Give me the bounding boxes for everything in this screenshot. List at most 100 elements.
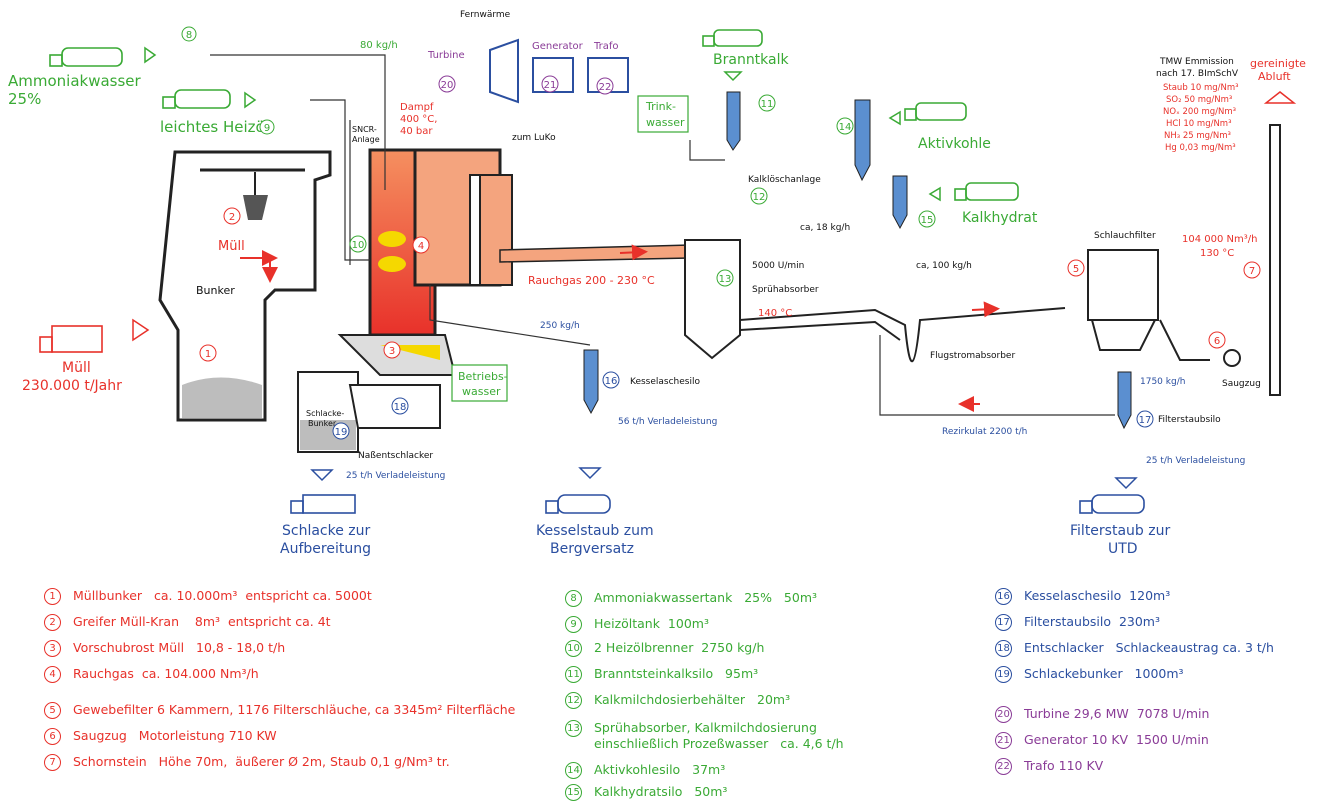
component-markers: 8 9 10 2 1 4 3 18 19 20 21 22 11 12 13 1…	[181, 26, 1261, 440]
legend-text: Kalkhydratsilo 50m³	[594, 784, 728, 799]
emission-row: Staub 10 mg/Nm³	[1163, 83, 1239, 93]
svg-text:7: 7	[1249, 266, 1255, 277]
schlacke-auf-label: Schlacke zur	[282, 523, 371, 539]
spruehabsorber-label: Sprühabsorber	[752, 285, 819, 295]
svg-text:3: 3	[389, 346, 395, 357]
furnace-boiler	[337, 148, 691, 376]
emission-row: Hg 0,03 mg/Nm³	[1165, 143, 1236, 153]
ammoniakwasser-label: Ammoniakwasser	[8, 72, 142, 90]
dampf-pressure-label: 40 bar	[400, 126, 433, 137]
svg-text:15: 15	[921, 215, 934, 226]
muell-label: Müll	[62, 360, 91, 376]
filterstaub-utd-label: Filterstaub zur	[1070, 523, 1170, 539]
legend-text: Branntsteinkalksilo 95m³	[594, 666, 759, 681]
legend-number: 20	[995, 706, 1012, 723]
heizoel-label: leichtes Heizöl	[160, 118, 269, 136]
legend-number: 11	[565, 666, 582, 683]
filterstaub-utd-label-2: UTD	[1108, 541, 1138, 557]
legend-text: Saugzug Motorleistung 710 KW	[73, 728, 277, 743]
flow-80-label: 80 kg/h	[360, 40, 398, 51]
emission-row: HCl 10 mg/Nm³	[1166, 119, 1232, 129]
flue-duct	[739, 307, 1210, 363]
trinkwasser-box	[637, 95, 689, 133]
legend-text: Heizöltank 100m³	[594, 616, 709, 631]
kalkloesch-label: Kalklöschanlage	[748, 175, 821, 185]
kesselstaub-label-2: Bergversatz	[550, 541, 634, 557]
svg-text:10: 10	[352, 240, 365, 251]
kesselstaub-label: Kesselstaub zum	[536, 523, 654, 539]
svg-text:5: 5	[1073, 264, 1079, 275]
legend-number: 7	[44, 754, 61, 771]
betriebs-label: Betriebs-	[458, 370, 508, 383]
bag-filter	[1087, 249, 1159, 351]
turbine-label: Turbine	[427, 50, 465, 61]
gereinigte-label: gereinigte	[1250, 57, 1306, 70]
legend-text: Trafo 110 KV	[1024, 758, 1104, 773]
svg-text:2: 2	[229, 212, 235, 223]
schlauchfilter-label: Schlauchfilter	[1094, 231, 1156, 241]
legend-number: 18	[995, 640, 1012, 657]
verlade-56-label: 56 t/h Verladeleistung	[618, 417, 717, 427]
verlade-25b-label: 25 t/h Verladeleistung	[1146, 456, 1245, 466]
legend-number: 12	[565, 692, 582, 709]
kalkhydrat-label: Kalkhydrat	[962, 210, 1038, 226]
legend-number: 14	[565, 762, 582, 779]
temp-140-label: 140 °C	[758, 308, 792, 319]
legend-text: Ammoniakwassertank 25% 50m³	[594, 590, 818, 605]
rpm-label: 5000 U/min	[752, 261, 804, 271]
legend-text: Kesselaschesilo 120m³	[1024, 588, 1171, 603]
flugstrom-label: Flugstromabsorber	[930, 351, 1015, 361]
sncr-label: SNCR-	[352, 125, 377, 134]
sncr-label-2: Anlage	[352, 135, 380, 144]
fan	[1223, 349, 1241, 367]
verlade-25a-label: 25 t/h Verladeleistung	[346, 471, 445, 481]
legend-number: 16	[995, 588, 1012, 605]
rauchgas-label: Rauchgas 200 - 230 °C	[528, 274, 655, 287]
emission-row: SO₂ 50 mg/Nm³	[1166, 95, 1232, 105]
legend-item: 7 Schornstein Höhe 70m, äußerer Ø 2m, Sta…	[44, 754, 450, 771]
dampf-label: Dampf	[400, 102, 434, 113]
legend-text: Aktivkohlesilo 37m³	[594, 762, 726, 777]
svg-text:14: 14	[839, 122, 852, 133]
trink-label: Trink-	[645, 100, 676, 113]
legend-number: 4	[44, 666, 61, 683]
legend-text: Turbine 29,6 MW 7078 U/min	[1024, 706, 1210, 721]
emission-title-2: nach 17. BImSchV	[1156, 69, 1239, 79]
betriebswasser-box	[451, 364, 508, 402]
svg-text:12: 12	[753, 192, 766, 203]
legend-text: Schornstein Höhe 70m, äußerer Ø 2m, Stau…	[73, 754, 450, 769]
legend-item: 8 Ammoniakwassertank 25% 50m³	[565, 590, 817, 607]
svg-text:20: 20	[441, 80, 454, 91]
svg-text:22: 22	[599, 82, 612, 93]
legend-number: 9	[565, 616, 582, 633]
legend-item: 16 Kesselaschesilo 120m³	[995, 588, 1170, 605]
legend-item: 4 Rauchgas ca. 104.000 Nm³/h	[44, 666, 259, 683]
chimney	[1269, 124, 1281, 396]
legend-number: 8	[565, 590, 582, 607]
legend-number: 3	[44, 640, 61, 657]
emission-row: NOₓ 200 mg/Nm³	[1163, 107, 1236, 117]
legend-item: 14 Aktivkohlesilo 37m³	[565, 762, 725, 779]
legend-text: Rauchgas ca. 104.000 Nm³/h	[73, 666, 259, 681]
svg-text:17: 17	[1139, 415, 1152, 426]
truck-icons	[49, 29, 1019, 201]
legend-text: Gewebefilter 6 Kammern, 1176 Filterschlä…	[73, 702, 516, 717]
spray-absorber	[684, 239, 741, 360]
legend-item: 5 Gewebefilter 6 Kammern, 1176 Filterschl…	[44, 702, 515, 719]
legend-text: Greifer Müll-Kran 8m³ entspricht ca. 4t	[73, 614, 331, 629]
schlacke-bunker-label: Schlacke-	[306, 409, 344, 418]
silos	[583, 91, 1132, 430]
wasser-label: wasser	[646, 116, 685, 129]
temp-130-label: 130 °C	[1200, 248, 1234, 259]
aktivkohle-label: Aktivkohle	[918, 136, 991, 152]
waste-truck-icon	[39, 325, 103, 353]
legend-text: Sprühabsorber, Kalkmilchdosierung einsch…	[594, 720, 844, 751]
svg-text:1: 1	[205, 349, 211, 360]
flow-100-label: ca, 100 kg/h	[916, 261, 972, 271]
pipes	[210, 54, 1115, 416]
legend-number: 5	[44, 702, 61, 719]
